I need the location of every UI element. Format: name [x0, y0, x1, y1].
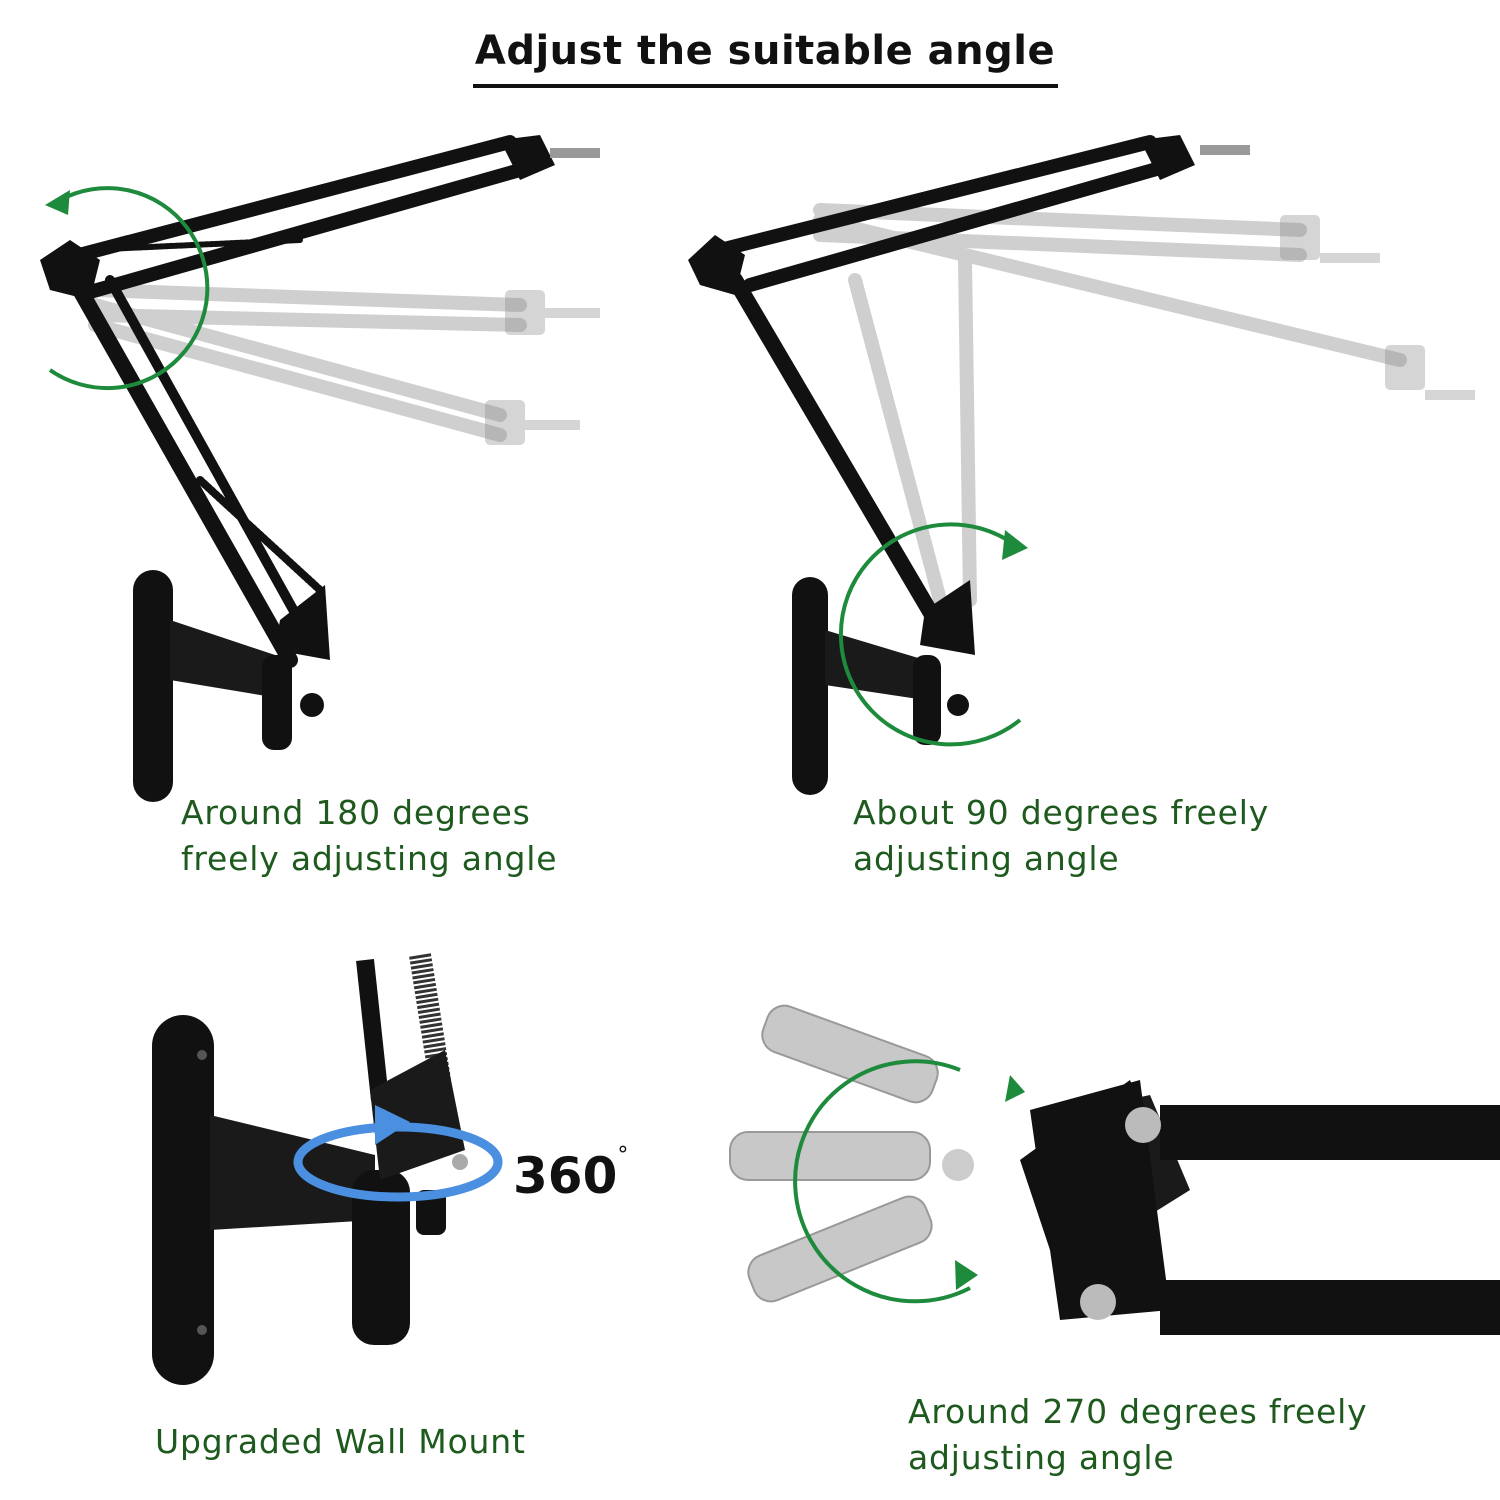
panel-180-degrees [0, 120, 700, 820]
caption-line: freely adjusting angle [181, 839, 558, 878]
page-title: Adjust the suitable angle [474, 28, 1056, 74]
caption-wall-mount: Upgraded Wall Mount [155, 1419, 526, 1465]
wall-mount-illustration [152, 953, 503, 1385]
caption-line: About 90 degrees freely [853, 793, 1270, 832]
caption-line: Around 180 degrees [181, 793, 531, 832]
caption-180-degrees: Around 180 degrees freely adjusting angl… [181, 790, 557, 882]
caption-90-degrees: About 90 degrees freely adjusting angle [853, 790, 1269, 882]
panel-270-degrees [720, 990, 1500, 1370]
panel-90-degrees [680, 120, 1500, 820]
threaded-adapter-illustration [729, 1004, 1500, 1335]
caption-line: Around 270 degrees freely [908, 1392, 1368, 1431]
title-underline [473, 84, 1058, 88]
rotation-360-label: 360° [513, 1143, 628, 1205]
rotation-value: 360 [513, 1147, 618, 1205]
panel-wall-mount [120, 940, 740, 1410]
caption-line: adjusting angle [908, 1438, 1175, 1477]
boom-arm-180-illustration [40, 135, 600, 802]
boom-arm-90-illustration [688, 135, 1475, 795]
caption-270-degrees: Around 270 degrees freely adjusting angl… [908, 1389, 1367, 1481]
caption-line: Upgraded Wall Mount [155, 1422, 526, 1461]
degree-symbol: ° [617, 1143, 629, 1168]
caption-line: adjusting angle [853, 839, 1120, 878]
